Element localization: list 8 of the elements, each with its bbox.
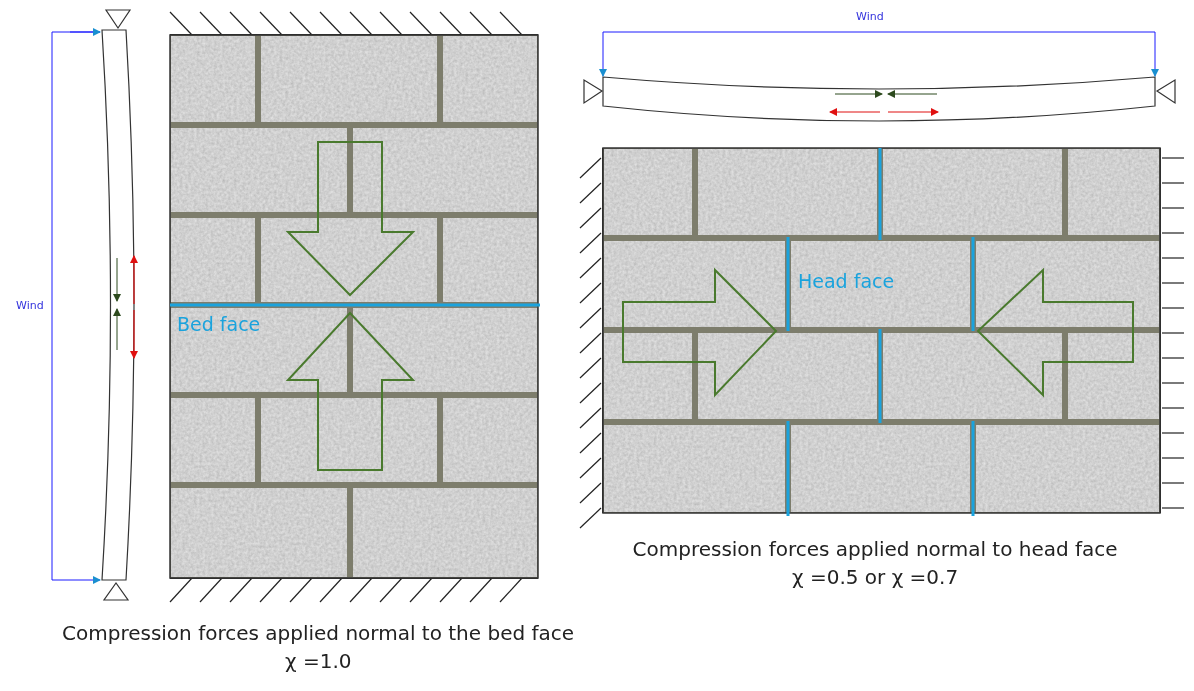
figure-caption: Compression forces applied normal to the bed face xyxy=(62,622,575,644)
coefficient-label: χ =1.0 xyxy=(285,650,352,672)
load-label: Wind xyxy=(856,11,884,24)
figure-caption: Compression forces applied normal to head face xyxy=(632,538,1118,560)
face-label: Bed face xyxy=(177,314,261,335)
coefficient-label: χ =0.5 or χ =0.7 xyxy=(792,566,959,588)
face-label: Head face xyxy=(798,271,895,292)
load-label: Wind xyxy=(16,300,44,313)
